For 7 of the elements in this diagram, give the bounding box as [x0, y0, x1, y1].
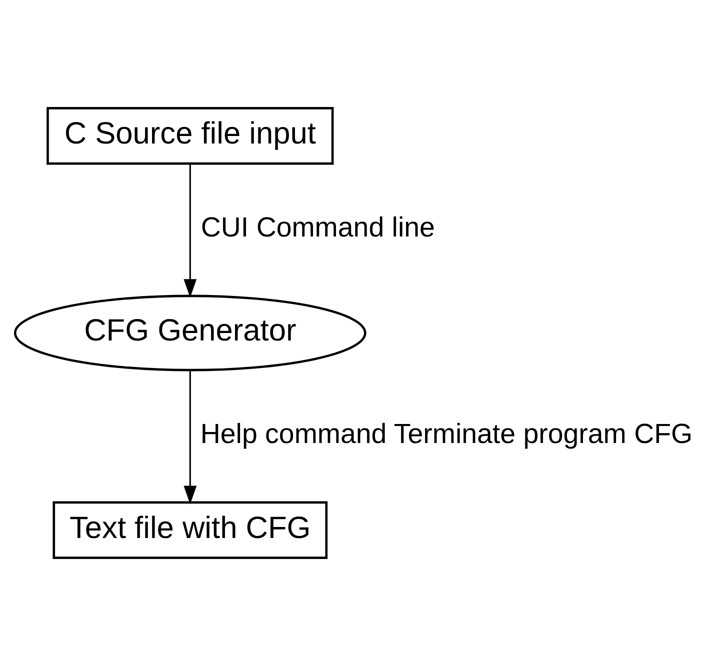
node-box: C Source file input	[46, 106, 334, 164]
edge-label: Help command Terminate program CFG	[200, 417, 693, 448]
arrow	[184, 370, 197, 504]
edge-label: CUI Command line	[200, 211, 435, 242]
node-box: Text file with CFG	[52, 500, 328, 558]
node-ellipse: CFG Generator	[14, 294, 366, 371]
arrow	[184, 163, 197, 298]
